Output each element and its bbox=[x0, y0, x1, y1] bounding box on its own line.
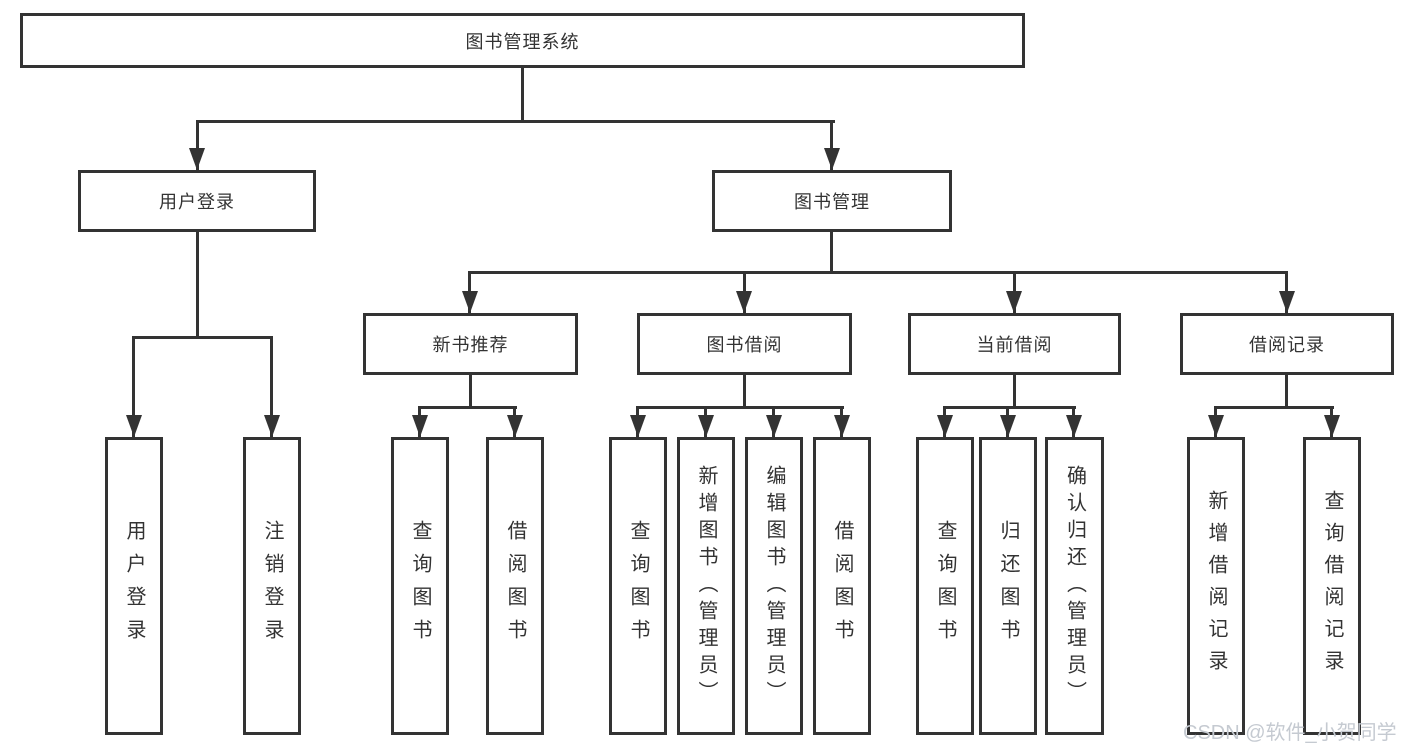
leaf-user-login: 用户登录 bbox=[105, 437, 163, 735]
connector-vline bbox=[830, 120, 833, 170]
leaf-user-login-label: 用户登录 bbox=[123, 520, 145, 652]
arrowhead-down bbox=[1066, 415, 1082, 437]
node-book-management: 图书管理 bbox=[712, 170, 952, 232]
node-user-login-label: 用户登录 bbox=[159, 192, 235, 212]
node-book-borrow-label: 图书借阅 bbox=[706, 335, 783, 355]
leaf-cb-confirm-return-admin: 确认归还（管理员） bbox=[1045, 437, 1104, 735]
arrowhead-down bbox=[412, 415, 428, 437]
leaf-nb-query-books-label: 查询图书 bbox=[409, 520, 431, 652]
connector-vline bbox=[196, 120, 199, 170]
leaf-nb-borrow-books-label: 借阅图书 bbox=[504, 520, 526, 652]
connector-hline bbox=[468, 271, 1288, 274]
leaf-bb-borrow-books: 借阅图书 bbox=[813, 437, 871, 735]
arrowhead-down bbox=[834, 415, 850, 437]
connector-vline bbox=[830, 232, 833, 273]
leaf-bb-borrow-books-label: 借阅图书 bbox=[831, 520, 853, 652]
leaf-logout-label: 注销登录 bbox=[261, 520, 283, 652]
leaf-bb-query-books-label: 查询图书 bbox=[627, 520, 649, 652]
node-book-borrow: 图书借阅 bbox=[637, 313, 852, 375]
arrowhead-down bbox=[824, 148, 840, 170]
leaf-br-add-record: 新增借阅记录 bbox=[1187, 437, 1245, 735]
arrowhead-down bbox=[937, 415, 953, 437]
leaf-bb-edit-books-admin-label: 编辑图书（管理员） bbox=[763, 464, 785, 708]
node-borrow-records-label: 借阅记录 bbox=[1249, 335, 1325, 355]
arrowhead-down bbox=[507, 415, 523, 437]
csdn-watermark: CSDN @软件_小贺同学 bbox=[1183, 722, 1397, 744]
leaf-cb-return-books-label: 归还图书 bbox=[997, 520, 1019, 652]
arrowhead-down bbox=[189, 148, 205, 170]
connector-vline bbox=[132, 336, 135, 437]
node-book-management-label: 图书管理 bbox=[794, 192, 870, 212]
node-current-borrow-label: 当前借阅 bbox=[976, 335, 1053, 355]
arrowhead-down bbox=[630, 415, 646, 437]
connector-hline bbox=[196, 120, 835, 123]
node-user-login: 用户登录 bbox=[78, 170, 316, 232]
connector-hline bbox=[132, 336, 273, 339]
node-borrow-records: 借阅记录 bbox=[1180, 313, 1394, 375]
leaf-logout: 注销登录 bbox=[243, 437, 301, 735]
leaf-cb-query-books-label: 查询图书 bbox=[934, 520, 956, 652]
arrowhead-down bbox=[126, 415, 142, 437]
node-current-borrow: 当前借阅 bbox=[908, 313, 1121, 375]
node-new-book-recommend-label: 新书推荐 bbox=[432, 335, 509, 355]
connector-vline bbox=[1013, 375, 1016, 409]
arrowhead-down bbox=[264, 415, 280, 437]
connector-vline bbox=[1285, 375, 1288, 409]
arrowhead-down bbox=[1208, 415, 1224, 437]
leaf-cb-return-books: 归还图书 bbox=[979, 437, 1037, 735]
arrowhead-down bbox=[1006, 291, 1022, 313]
connector-vline bbox=[196, 232, 199, 339]
leaf-bb-add-books-admin-label: 新增图书（管理员） bbox=[695, 464, 717, 708]
arrowhead-down bbox=[462, 291, 478, 313]
connector-hline bbox=[636, 406, 844, 409]
arrowhead-down bbox=[736, 291, 752, 313]
node-new-book-recommend: 新书推荐 bbox=[363, 313, 578, 375]
leaf-bb-query-books: 查询图书 bbox=[609, 437, 667, 735]
node-root: 图书管理系统 bbox=[20, 13, 1025, 68]
connector-vline bbox=[521, 66, 524, 122]
leaf-cb-confirm-return-admin-label: 确认归还（管理员） bbox=[1063, 464, 1086, 708]
arrowhead-down bbox=[698, 415, 714, 437]
arrowhead-down bbox=[1324, 415, 1340, 437]
leaf-bb-edit-books-admin: 编辑图书（管理员） bbox=[745, 437, 803, 735]
connector-vline bbox=[270, 336, 273, 437]
leaf-br-add-record-label: 新增借阅记录 bbox=[1205, 490, 1227, 682]
node-root-label: 图书管理系统 bbox=[465, 31, 580, 52]
arrowhead-down bbox=[766, 415, 782, 437]
connector-vline bbox=[469, 375, 472, 409]
arrowhead-down bbox=[1000, 415, 1016, 437]
leaf-bb-add-books-admin: 新增图书（管理员） bbox=[677, 437, 735, 735]
leaf-cb-query-books: 查询图书 bbox=[916, 437, 974, 735]
connector-hline bbox=[1214, 406, 1334, 409]
leaf-br-query-record-label: 查询借阅记录 bbox=[1321, 490, 1343, 682]
leaf-br-query-record: 查询借阅记录 bbox=[1303, 437, 1361, 735]
arrowhead-down bbox=[1279, 291, 1295, 313]
leaf-nb-query-books: 查询图书 bbox=[391, 437, 449, 735]
leaf-nb-borrow-books: 借阅图书 bbox=[486, 437, 544, 735]
connector-hline bbox=[943, 406, 1076, 409]
connector-hline bbox=[418, 406, 517, 409]
connector-vline bbox=[743, 375, 746, 409]
